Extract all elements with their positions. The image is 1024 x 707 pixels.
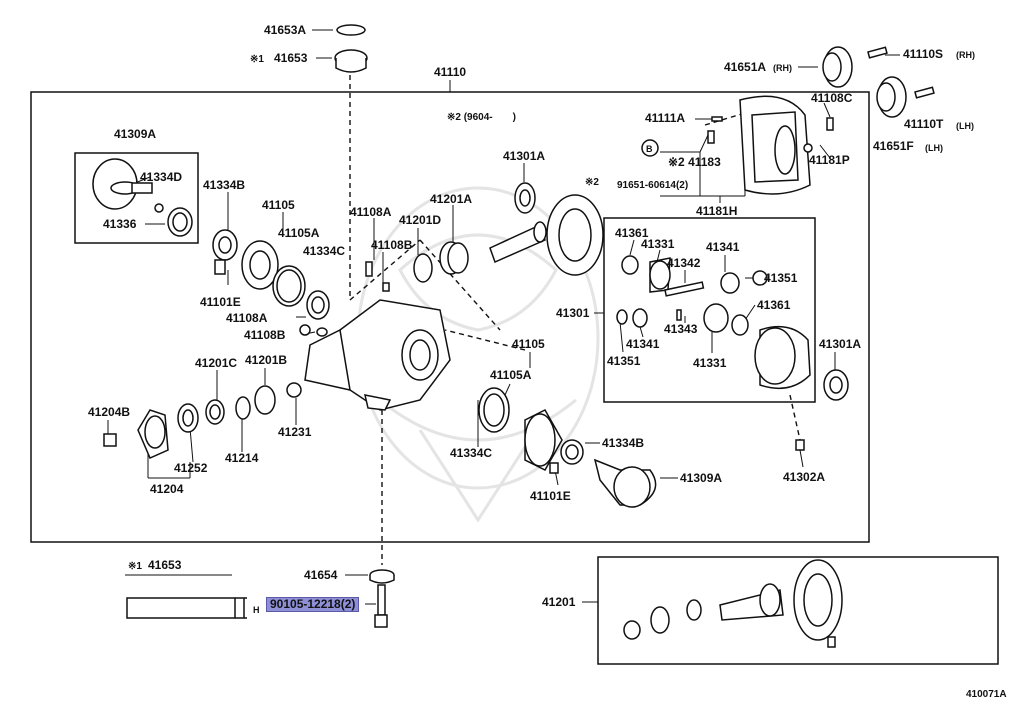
catalog-code: 410071A xyxy=(966,689,1007,700)
label-41361-a[interactable]: 41361 xyxy=(615,226,649,240)
label-41204B[interactable]: 41204B xyxy=(88,405,131,419)
label-41201-bottom[interactable]: 41201 xyxy=(542,595,576,609)
label-41361-b[interactable]: 41361 xyxy=(757,298,791,312)
label-note-9604: ※2 (9604- ) xyxy=(447,112,516,123)
label-41334D[interactable]: 41334D xyxy=(140,170,183,184)
label-41108A-top[interactable]: 41108A xyxy=(350,205,392,219)
label-41110S[interactable]: 41110S xyxy=(903,47,944,61)
label-41651F[interactable]: 41651F xyxy=(873,139,914,153)
label-41110T[interactable]: 41110T xyxy=(904,117,944,131)
label-41653-bottom[interactable]: 41653 xyxy=(148,558,182,572)
label-41351-a[interactable]: 41351 xyxy=(764,271,798,285)
label-41654[interactable]: 41654 xyxy=(304,568,338,582)
label-41653-top[interactable]: 41653 xyxy=(274,51,308,65)
label-41301A-top[interactable]: 41301A xyxy=(503,149,546,163)
differential-case-box xyxy=(603,217,816,403)
label-41309A-left[interactable]: 41309A xyxy=(114,127,157,141)
label-41331-b[interactable]: 41331 xyxy=(693,356,727,370)
label-41331-a[interactable]: 41331 xyxy=(641,237,675,251)
label-41181P[interactable]: 41181P xyxy=(809,153,850,167)
label-41105-right[interactable]: 41105 xyxy=(512,337,545,351)
label-41653A-top[interactable]: 41653A xyxy=(264,23,307,37)
label-41334C-right[interactable]: 41334C xyxy=(450,446,493,460)
label-41181H[interactable]: 41181H xyxy=(696,204,738,218)
label-41110T-suffix: (LH) xyxy=(956,121,974,131)
label-41343[interactable]: 41343 xyxy=(664,322,698,336)
label-41110[interactable]: 41110 xyxy=(434,65,467,79)
label-41105-left[interactable]: 41105 xyxy=(262,198,295,212)
label-41351-b[interactable]: 41351 xyxy=(607,354,641,368)
mark1-top: ※1 xyxy=(250,54,264,65)
label-41301A-right[interactable]: 41301A xyxy=(819,337,862,351)
label-41334C-left[interactable]: 41334C xyxy=(303,244,346,258)
label-41334B-right[interactable]: 41334B xyxy=(602,436,645,450)
label-91651[interactable]: 91651-60614(2) xyxy=(617,180,689,191)
label-41204[interactable]: 41204 xyxy=(150,482,184,496)
label-41231[interactable]: 41231 xyxy=(278,425,312,439)
flange-subassembly-box xyxy=(74,152,199,244)
label-41110S-suffix: (RH) xyxy=(956,50,975,60)
label-41301[interactable]: 41301 xyxy=(556,306,590,320)
label-41334B-left[interactable]: 41334B xyxy=(203,178,246,192)
label-41214[interactable]: 41214 xyxy=(225,451,259,465)
label-41183[interactable]: ※2 41183 xyxy=(668,155,721,169)
label-41302A[interactable]: 41302A xyxy=(783,470,826,484)
label-90105-highlighted[interactable]: 90105-12218(2) xyxy=(266,597,360,612)
label-41651A[interactable]: 41651A xyxy=(724,60,767,74)
dimension-H: H xyxy=(253,605,260,615)
label-41651F-suffix: (LH) xyxy=(925,143,943,153)
label-41201A[interactable]: 41201A xyxy=(430,192,473,206)
label-41651A-suffix: (RH) xyxy=(773,63,792,73)
label-41201B[interactable]: 41201B xyxy=(245,353,288,367)
label-41105A-left[interactable]: 41105A xyxy=(278,226,320,240)
label-41105A-right[interactable]: 41105A xyxy=(490,368,532,382)
label-41336[interactable]: 41336 xyxy=(103,217,137,231)
label-41201C[interactable]: 41201C xyxy=(195,356,238,370)
label-41108B-top[interactable]: 41108B xyxy=(371,238,413,252)
label-41252[interactable]: 41252 xyxy=(174,461,208,475)
callout-B: B xyxy=(646,144,653,154)
gear-kit-box xyxy=(597,556,999,665)
label-41108A-mid[interactable]: 41108A xyxy=(226,311,268,325)
label-41108B-mid[interactable]: 41108B xyxy=(244,328,286,342)
label-41111A[interactable]: 41111A xyxy=(645,111,686,125)
label-41342[interactable]: 41342 xyxy=(667,256,701,270)
mark2-mid: ※2 xyxy=(585,177,599,188)
label-41108C[interactable]: 41108C xyxy=(811,91,853,105)
label-41341-b[interactable]: 41341 xyxy=(626,337,660,351)
mark1-bottom: ※1 xyxy=(128,561,142,572)
label-41341-a[interactable]: 41341 xyxy=(706,240,740,254)
label-41101E-left[interactable]: 41101E xyxy=(200,295,241,309)
label-41201D[interactable]: 41201D xyxy=(399,213,442,227)
label-41309A-right[interactable]: 41309A xyxy=(680,471,723,485)
label-41101E-right[interactable]: 41101E xyxy=(530,489,571,503)
